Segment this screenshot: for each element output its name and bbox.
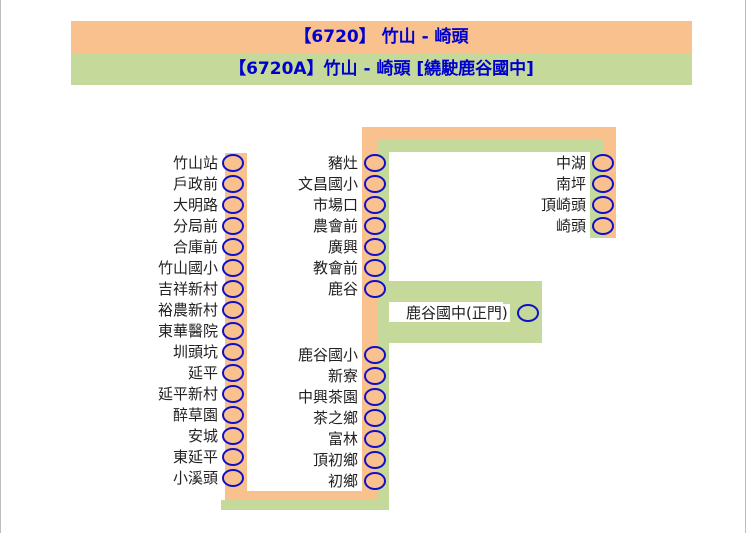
stop-marker[interactable] <box>364 430 386 448</box>
stop-marker[interactable] <box>364 451 386 469</box>
stop-label: 大明路 <box>172 196 218 214</box>
stop-marker[interactable] <box>364 175 386 193</box>
stop-label: 崎頭 <box>555 217 586 235</box>
stop-label: 市場口 <box>312 196 358 214</box>
stop-label: 延平新村 <box>157 385 218 403</box>
stop-label: 富林 <box>327 430 358 448</box>
stop-label: 中興茶園 <box>297 388 358 406</box>
stop-marker[interactable] <box>364 196 386 214</box>
stop-marker[interactable] <box>364 217 386 235</box>
stop-marker[interactable] <box>222 280 244 298</box>
stop-marker[interactable] <box>364 409 386 427</box>
route-title-main: 【6720】 竹山 - 崎頭 <box>71 21 692 53</box>
stop-label: 分局前 <box>172 217 218 235</box>
stop-label: 竹山國小 <box>157 259 218 277</box>
stop-marker[interactable] <box>364 259 386 277</box>
stop-marker[interactable] <box>222 343 244 361</box>
stop-marker[interactable] <box>222 238 244 256</box>
stop-label: 安城 <box>187 427 218 445</box>
stop-marker[interactable] <box>222 427 244 445</box>
stop-label: 醉草園 <box>172 406 218 424</box>
stop-marker[interactable] <box>222 196 244 214</box>
route-line-top-main <box>362 127 616 140</box>
stop-label: 中湖 <box>555 154 586 172</box>
stop-marker[interactable] <box>222 448 244 466</box>
stop-label: 吉祥新村 <box>157 280 218 298</box>
stop-label: 南坪 <box>555 175 586 193</box>
stop-marker[interactable] <box>222 385 244 403</box>
stop-marker[interactable] <box>364 154 386 172</box>
route-line-top-branch <box>378 140 616 152</box>
stop-label: 新寮 <box>327 367 358 385</box>
stop-label: 鹿谷 <box>327 280 358 298</box>
stop-label: 東延平 <box>172 448 218 466</box>
stop-label: 農會前 <box>312 217 358 235</box>
route-line-bottom-main <box>225 491 389 500</box>
stop-label: 教會前 <box>312 259 358 277</box>
stop-label: 初鄉 <box>327 472 358 490</box>
stop-label: 戶政前 <box>172 175 218 193</box>
stop-label: 延平 <box>187 364 218 382</box>
route-title-branch: 【6720A】竹山 - 崎頭 [繞駛鹿谷國中] <box>71 53 692 85</box>
stop-marker[interactable] <box>222 322 244 340</box>
stop-marker[interactable] <box>592 175 614 193</box>
route-line-bottom-branch <box>221 500 389 510</box>
stop-label: 東華醫院 <box>157 322 218 340</box>
stop-marker[interactable] <box>364 388 386 406</box>
stop-marker[interactable] <box>222 154 244 172</box>
stop-label: 文昌國小 <box>297 175 358 193</box>
stop-label: 竹山站 <box>172 154 218 172</box>
stop-label: 頂崎頭 <box>540 196 586 214</box>
stop-label: 頂初鄉 <box>312 451 358 469</box>
branch-stop-label: 鹿谷國中(正門) <box>404 304 510 322</box>
stop-marker-branch[interactable] <box>517 304 539 322</box>
stop-label: 鹿谷國小 <box>297 346 358 364</box>
stop-marker[interactable] <box>364 472 386 490</box>
stop-label: 小溪頭 <box>172 469 218 487</box>
stop-label: 圳頭坑 <box>172 343 218 361</box>
stop-marker[interactable] <box>592 217 614 235</box>
route-line-col3-branch <box>590 152 603 238</box>
page-border-left <box>0 0 1 533</box>
stop-marker[interactable] <box>592 196 614 214</box>
page-border-right <box>745 0 746 533</box>
stop-marker[interactable] <box>364 280 386 298</box>
stop-marker[interactable] <box>364 238 386 256</box>
stop-label: 合庫前 <box>172 238 218 256</box>
stop-marker[interactable] <box>222 217 244 235</box>
stop-marker[interactable] <box>222 175 244 193</box>
stop-label: 豬灶 <box>327 154 358 172</box>
stop-marker[interactable] <box>222 364 244 382</box>
stop-marker[interactable] <box>364 346 386 364</box>
stop-marker[interactable] <box>364 367 386 385</box>
stop-marker[interactable] <box>222 301 244 319</box>
stop-label: 裕農新村 <box>157 301 218 319</box>
stop-marker[interactable] <box>222 406 244 424</box>
stop-marker[interactable] <box>222 259 244 277</box>
stop-marker[interactable] <box>592 154 614 172</box>
stop-label: 茶之鄉 <box>312 409 358 427</box>
stop-label: 廣興 <box>327 238 358 256</box>
stop-marker[interactable] <box>222 469 244 487</box>
